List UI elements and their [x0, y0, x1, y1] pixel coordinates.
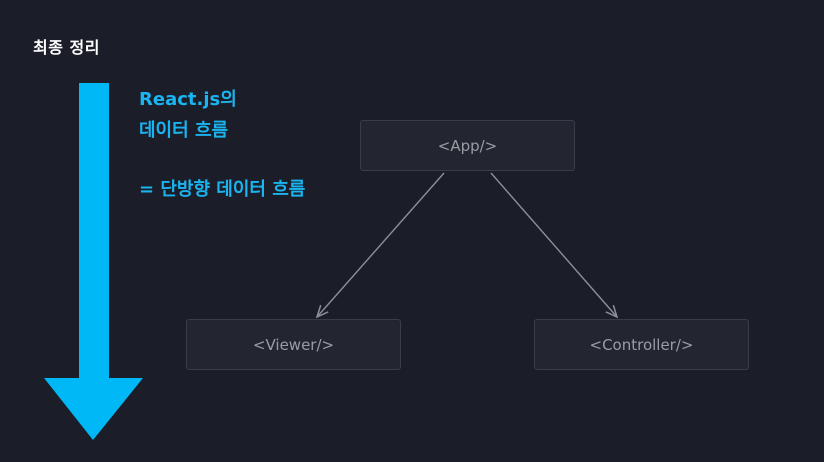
data-flow-arrow-head [44, 378, 143, 440]
caption-data-flow: 데이터 흐름 [139, 120, 229, 141]
data-flow-down-arrow [44, 83, 143, 440]
slide-title: 최종 정리 [33, 38, 100, 57]
caption-react-data-flow: React.js의 [139, 89, 237, 110]
data-flow-arrow-shaft [79, 83, 109, 379]
node-viewer: <Viewer/> [186, 319, 401, 370]
node-controller: <Controller/> [534, 319, 749, 370]
edge-app-to-controller [490, 172, 617, 317]
caption-one-way-data-flow: = 단방향 데이터 흐름 [139, 179, 306, 200]
edge-app-to-viewer [317, 172, 445, 317]
node-app: <App/> [360, 120, 575, 171]
